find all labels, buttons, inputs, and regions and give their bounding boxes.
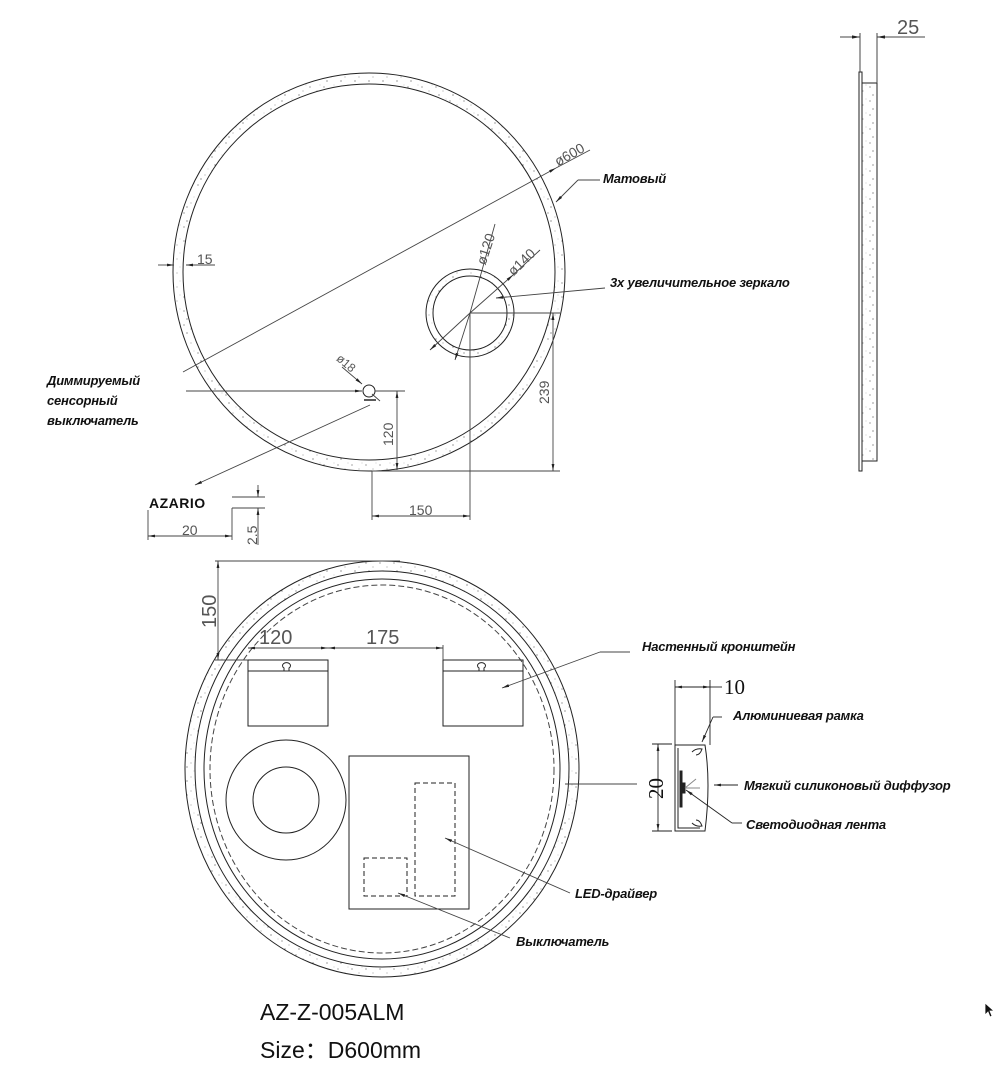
callout-diffuser: Мягкий силиконовый диффузор bbox=[744, 778, 951, 793]
mouse-pointer-icon bbox=[984, 1002, 996, 1018]
brand-logo: AZARIO bbox=[149, 495, 206, 511]
side-body bbox=[861, 82, 878, 462]
inner-circle bbox=[182, 83, 556, 461]
back-ring-3 bbox=[203, 578, 561, 960]
led-driver-box bbox=[414, 782, 456, 897]
callout-back-switch: Выключатель bbox=[516, 934, 610, 949]
front-dimension-lines bbox=[158, 149, 606, 520]
dim-frame-15: 15 bbox=[197, 251, 213, 267]
size-label: Size： bbox=[260, 1037, 328, 1063]
dim-bracket-width-120: 120 bbox=[259, 627, 293, 649]
callout-led-strip: Светодиодная лента bbox=[746, 817, 886, 832]
matte-frame-ring bbox=[173, 73, 566, 472]
outer-circle bbox=[172, 72, 566, 472]
callout-aluminum-frame: Алюминиевая рамка bbox=[733, 708, 864, 723]
dim-logo-height-2-5: 2.5 bbox=[244, 525, 260, 545]
back-view bbox=[184, 560, 580, 978]
wall-bracket-left bbox=[247, 659, 329, 727]
electronics-box bbox=[348, 755, 470, 910]
callout-wall-bracket: Настенный кронштейн bbox=[642, 639, 796, 654]
dim-magnifier-offset-150: 150 bbox=[409, 502, 433, 518]
dim-profile-width-10: 10 bbox=[724, 675, 745, 699]
magnifier-back-inner bbox=[252, 766, 320, 834]
switch-box bbox=[363, 857, 408, 897]
dim-bracket-gap-175: 175 bbox=[366, 627, 400, 649]
dim-profile-height-20: 20 bbox=[644, 778, 668, 799]
callout-switch-line2: сенсорный bbox=[47, 393, 118, 408]
dim-depth-25: 25 bbox=[897, 17, 920, 39]
front-view bbox=[172, 72, 566, 472]
callout-switch-line1: Диммируемый bbox=[47, 373, 141, 388]
callout-matte: Матовый bbox=[603, 171, 667, 186]
back-ring-dashed bbox=[209, 584, 555, 954]
side-view bbox=[840, 33, 925, 472]
callout-magnifier: 3x увеличительное зеркало bbox=[610, 275, 790, 290]
profile-dimension-lines bbox=[652, 680, 742, 832]
wall-bracket-right bbox=[442, 659, 524, 727]
back-ring-2 bbox=[194, 570, 570, 968]
model-number: AZ-Z-005ALM bbox=[260, 999, 405, 1025]
dim-logo-width-20: 20 bbox=[182, 522, 198, 538]
dim-bracket-top-150: 150 bbox=[199, 594, 221, 628]
logo-dimension-lines bbox=[147, 485, 265, 545]
size-value: D600mm bbox=[327, 1037, 422, 1063]
callout-led-driver: LED-драйвер bbox=[575, 886, 657, 901]
aluminum-profile bbox=[674, 744, 709, 832]
dim-magnifier-height-239: 239 bbox=[536, 380, 552, 404]
dim-switch-height-120: 120 bbox=[380, 422, 396, 446]
profile-detail bbox=[674, 744, 709, 832]
callout-switch-line3: выключатель bbox=[47, 413, 139, 428]
size-line: Size：D600mm bbox=[260, 1031, 421, 1065]
back-dimension-lines bbox=[215, 560, 637, 939]
magnifier-back-outer bbox=[225, 739, 347, 861]
